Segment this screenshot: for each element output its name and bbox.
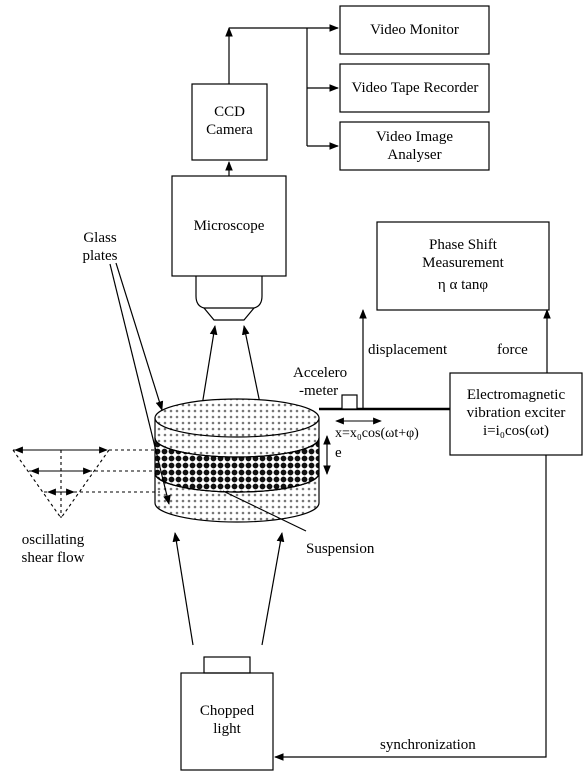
analyser-line-1: Video Image — [376, 129, 453, 145]
suspension-label: Suspension — [306, 541, 375, 557]
glass-plates-line-1: Glass — [83, 230, 117, 246]
motion-label: x=x₀cos(ωt+φ) — [335, 426, 419, 441]
video-image-analyser-label: Video Image Analyser — [340, 128, 489, 164]
phase-shift-box — [376, 221, 550, 311]
synchronization-line — [274, 455, 547, 761]
glass-plates-line-2: plates — [82, 248, 118, 264]
shear-flow-cone — [12, 446, 160, 519]
objective-tip — [203, 307, 255, 321]
exciter-line-2: vibration exciter — [466, 405, 566, 421]
microscope-label: Microscope — [193, 218, 265, 234]
ccd-camera-line-2: Camera — [206, 122, 253, 138]
phase-shift-formula: η α tanφ — [437, 277, 489, 293]
light-ray-right — [261, 532, 285, 646]
gap-label: e — [335, 445, 342, 461]
chopped-light-line-1: Chopped — [199, 703, 255, 719]
phase-shift-line-1: Phase Shift — [429, 237, 497, 253]
analyser-line-2: Analyser — [387, 147, 442, 163]
accelerometer-line-2: -meter — [299, 383, 339, 399]
video-monitor-label: Video Monitor — [370, 22, 459, 38]
video-tape-recorder-box — [339, 63, 490, 113]
chopped-light-line-2: light — [213, 721, 241, 737]
sample-cell — [154, 398, 320, 523]
force-label: force — [497, 342, 528, 358]
ccd-camera-label: CCD Camera — [192, 103, 267, 139]
displacement-label: displacement — [368, 342, 448, 358]
light-ray-left — [172, 532, 194, 646]
glass-plates-label: Glass plates — [60, 229, 140, 265]
exciter-formula: i=i₀cos(ωt) — [482, 423, 550, 439]
exciter-line-1: Electromagnetic — [466, 387, 566, 403]
glass-plates-pointers — [109, 262, 171, 505]
video-tape-recorder-label: Video Tape Recorder — [351, 80, 479, 96]
camera-output-wires — [225, 24, 339, 150]
phase-shift-label: Phase Shift Measurement η α tanφ — [377, 236, 549, 294]
shear-flow-line-2: shear flow — [21, 550, 85, 566]
shear-flow-label: oscillating shear flow — [0, 531, 106, 567]
exciter-box — [449, 372, 583, 456]
shear-flow-line-1: oscillating — [21, 532, 85, 548]
phase-shift-line-2: Measurement — [422, 255, 504, 271]
video-image-analyser-box — [339, 121, 490, 171]
accelerometer-line-1: Accelero — [293, 365, 348, 381]
exciter-label: Electromagnetic vibration exciter i=i₀co… — [450, 386, 582, 440]
light-lamp-top — [203, 656, 251, 674]
suspension-pointer — [222, 490, 307, 532]
synchronization-label: synchronization — [380, 737, 476, 753]
video-monitor-box — [339, 5, 490, 55]
objective-lens — [195, 276, 263, 309]
accelerometer-label: Accelero -meter — [293, 364, 347, 400]
accelerometer — [341, 394, 358, 410]
ccd-camera-line-1: CCD — [214, 104, 245, 120]
chopped-light-label: Chopped light — [181, 702, 273, 738]
